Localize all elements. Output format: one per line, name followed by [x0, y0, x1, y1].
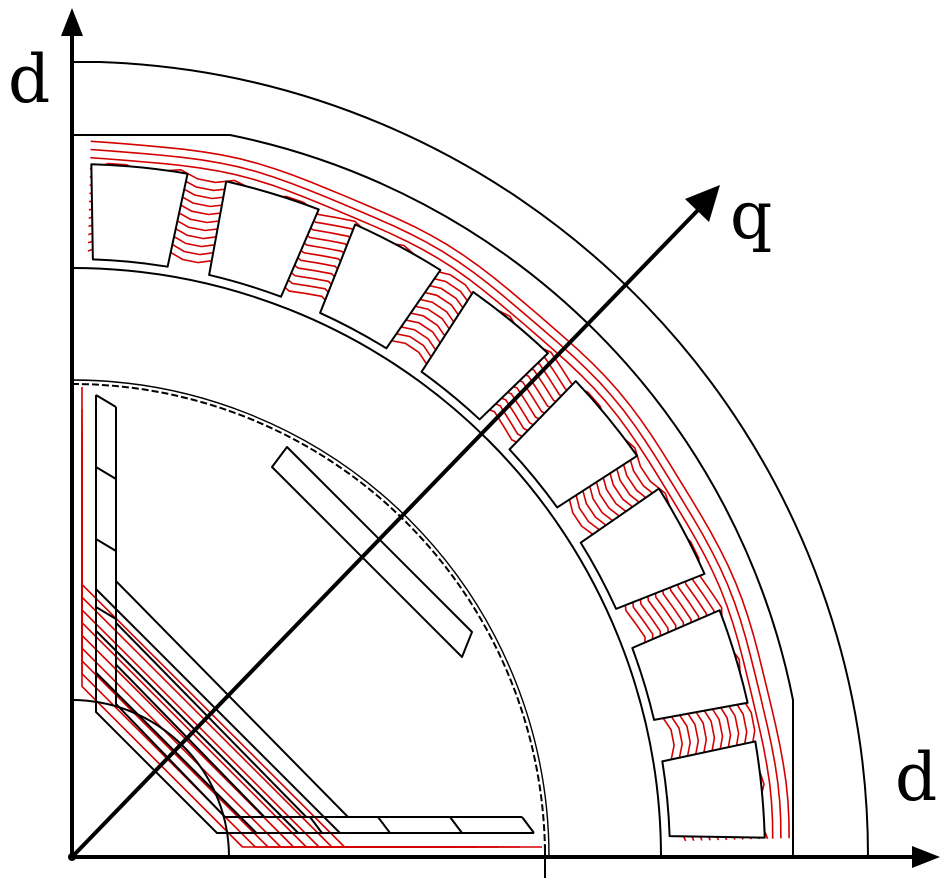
q-axis-arrow-icon — [685, 185, 720, 222]
airgap-line — [71, 379, 550, 858]
housing-outline — [72, 61, 869, 858]
rotor-barrier-cap — [95, 394, 117, 408]
q-axis — [70, 206, 702, 859]
stator-flux-line — [90, 148, 782, 839]
rotor-flux-lines — [81, 387, 542, 848]
rotor-surface — [71, 383, 546, 858]
origin-point — [68, 853, 76, 861]
rotor-flux-barriers — [95, 394, 535, 834]
stator-slot — [508, 380, 639, 509]
d-axis-horizontal-arrow-icon — [912, 846, 940, 868]
rotor-barrier-edge — [115, 619, 310, 818]
stator-slot — [208, 180, 320, 298]
rotor-barrier-pocket — [271, 446, 473, 658]
d-axis-vertical-label: d — [8, 41, 50, 118]
stator-outline — [72, 134, 794, 857]
rotor-barrier-cap — [309, 816, 323, 834]
d-axis-horizontal-label: d — [895, 739, 937, 816]
rotor-barrier-cap — [377, 816, 391, 834]
stator-slot — [579, 487, 706, 610]
stator-slot — [319, 223, 442, 350]
stator-slot — [631, 609, 749, 721]
rotor-barrier-cap — [95, 466, 117, 480]
stator-bore — [71, 267, 662, 858]
rotor-barrier-cap — [95, 538, 117, 552]
rotor-barrier-cap — [521, 816, 535, 834]
stator-slot — [90, 163, 189, 268]
stator-slots — [90, 163, 766, 839]
rotor-barrier-edge — [95, 539, 390, 834]
stator-flux-line — [90, 156, 774, 839]
rotor-flux-line — [81, 563, 366, 848]
rotor-barrier-cap — [95, 606, 117, 620]
shaft-outline — [71, 699, 230, 858]
rotor-barrier-edge — [115, 551, 378, 818]
stator-slot — [661, 740, 766, 839]
q-axis-label: q — [730, 177, 772, 254]
d-axis-vertical-arrow-icon — [61, 8, 83, 36]
stator-slot — [420, 290, 549, 421]
rotor-barrier-edge — [115, 479, 450, 818]
rotor-barrier-cap — [449, 816, 463, 834]
stator-flux-lines — [87, 140, 790, 842]
stator-flux-line — [90, 140, 790, 839]
